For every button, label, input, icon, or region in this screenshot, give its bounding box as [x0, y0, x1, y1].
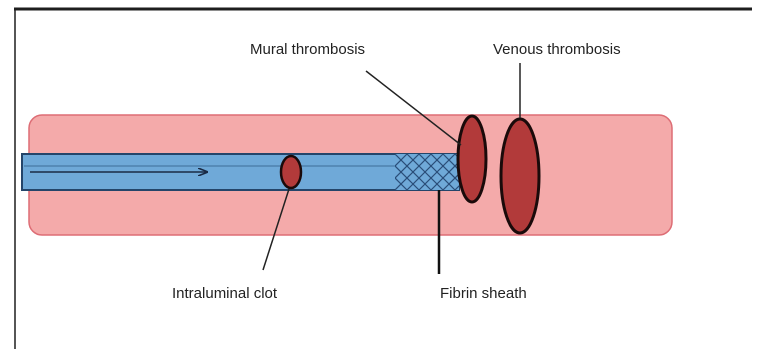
- intraluminal-clot-label: Intraluminal clot: [172, 285, 278, 302]
- mural-thrombosis-label: Mural thrombosis: [250, 41, 365, 58]
- intraluminal-clot-shape: [281, 156, 301, 188]
- mural-thrombosis-shape: [458, 116, 486, 202]
- catheter: [22, 154, 459, 190]
- venous-thrombosis-shape: [501, 119, 539, 233]
- venous-thrombosis-label: Venous thrombosis: [493, 41, 621, 58]
- fibrin-sheath-label: Fibrin sheath: [440, 285, 527, 302]
